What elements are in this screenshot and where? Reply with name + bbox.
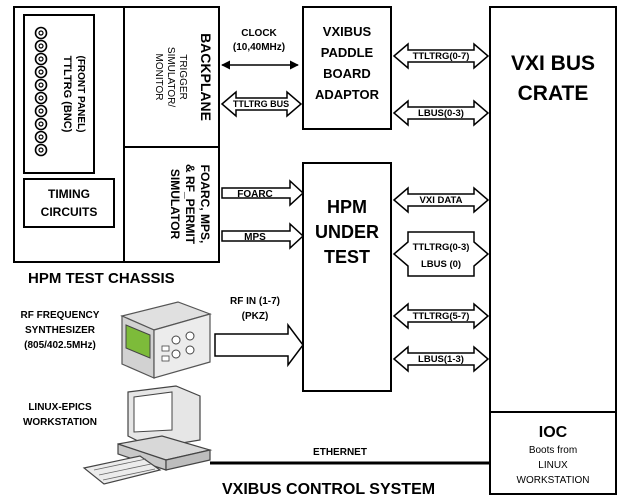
ttltrg-5-7-label: TTLTRG(5-7) (413, 311, 470, 322)
ttltrg-0-3-arrow: TTLTRG(0-3) LBUS (0) (392, 231, 490, 277)
lbus-1-3-arrow: LBUS(1-3) (392, 345, 490, 373)
ttltrg-0-7-arrow: TTLTRG(0-7) (392, 42, 490, 70)
bnc-connector-icons (34, 26, 48, 157)
adaptor-line3: BOARD (323, 66, 371, 81)
hpm-line2: UNDER (315, 222, 379, 242)
rf-in-sublabel: (PKZ) (242, 311, 269, 322)
rf-in-label: RF IN (1-7) (230, 296, 280, 307)
hpm-test-chassis-label: HPM TEST CHASSIS (28, 270, 175, 287)
backplane-box (123, 6, 220, 148)
ttltrg-0-7-label: TTLTRG(0-7) (413, 51, 470, 62)
clock-label: CLOCK (241, 28, 277, 39)
ethernet-label: ETHERNET (313, 447, 367, 458)
ttltrg-5-7-arrow: TTLTRG(5-7) (392, 302, 490, 330)
backplane-line1: TRIGGER (177, 54, 188, 100)
computer-icon (82, 385, 213, 485)
synthesizer-icon (120, 301, 212, 379)
foarc-sim-line1: FOARC, MPS, (198, 165, 212, 244)
ttltrg-0-3-label: TTLTRG(0-3) (413, 242, 470, 253)
crate-line1: VXI BUS (511, 52, 595, 75)
rf-in-arrow: RF IN (1-7) (PKZ) (214, 296, 304, 368)
timing-circuits-line1: TIMING (48, 187, 90, 201)
ttltrg-bnc-label: TTLTRG (BNC) (61, 56, 73, 133)
ttltrg-bus-label: TTLTRG BUS (233, 99, 289, 109)
ioc-line1: Boots from (529, 445, 577, 456)
vxi-data-label: VXI DATA (420, 195, 463, 206)
adaptor-line1: VXIBUS (323, 24, 372, 39)
lbus-1-3-label: LBUS(1-3) (418, 354, 464, 365)
rf-synthesizer: RF FREQUENCY SYNTHESIZER (805/402.5MHz) (21, 301, 212, 379)
hpm-line3: TEST (324, 247, 370, 267)
timing-circuits-box (23, 178, 115, 228)
foarc-arrow: FOARC (221, 179, 305, 207)
hpm-test-chassis: TTLTRG (BNC) (FRONT PANEL) TIMING CIRCUI… (13, 6, 220, 287)
mps-label: MPS (244, 232, 266, 243)
linux-workstation: LINUX-EPICS WORKSTATION (23, 385, 213, 485)
synth-line3: (805/402.5MHz) (24, 340, 96, 351)
ioc-line3: WORKSTATION (517, 475, 590, 486)
lbus-0-label: LBUS (0) (421, 259, 461, 270)
vxi-data-arrow: VXI DATA (392, 186, 490, 214)
vxi-bus-crate: VXI BUS CRATE (489, 6, 617, 413)
timing-circuits-line2: CIRCUITS (41, 205, 98, 219)
ioc-line2: LINUX (538, 460, 568, 471)
workstation-line1: LINUX-EPICS (28, 402, 92, 413)
ioc-title: IOC (539, 424, 568, 441)
adaptor-line4: ADAPTOR (315, 87, 380, 102)
synth-line2: SYNTHESIZER (25, 325, 96, 336)
synth-line1: RF FREQUENCY (21, 310, 100, 321)
ttltrg-bus-arrow: TTLTRG BUS (220, 90, 303, 118)
adaptor-line2: PADDLE (321, 45, 374, 60)
foarc-sim-line2: & RF_PERMIT (183, 164, 197, 245)
clock-freq-label: (10,40MHz) (233, 42, 285, 53)
lbus-0-3-arrow: LBUS(0-3) (392, 99, 490, 127)
backplane-title: BACKPLANE (198, 33, 214, 121)
system-title: VXIBUS CONTROL SYSTEM (222, 481, 435, 498)
hpm-line1: HPM (327, 197, 367, 217)
backplane-line2: SIMULATOR/ (165, 47, 176, 107)
foarc-sim-line3: SIMULATOR (168, 169, 182, 240)
mps-arrow: MPS (221, 222, 305, 250)
clock-arrow: CLOCK (10,40MHz) (221, 28, 299, 70)
backplane-line3: MONITOR (153, 53, 164, 100)
ttltrg-bnc-sublabel: (FRONT PANEL) (75, 55, 86, 132)
foarc-simulator-box (123, 146, 220, 263)
ethernet-link: ETHERNET (210, 447, 490, 465)
paddle-board-adaptor: VXIBUS PADDLE BOARD ADAPTOR (302, 6, 392, 130)
crate-line2: CRATE (518, 82, 589, 105)
hpm-under-test: HPM UNDER TEST (302, 162, 392, 392)
ioc-box: IOC Boots from LINUX WORKSTATION (489, 411, 617, 495)
workstation-line2: WORKSTATION (23, 417, 97, 428)
foarc-label: FOARC (237, 189, 273, 200)
lbus-0-3-label: LBUS(0-3) (418, 108, 464, 119)
